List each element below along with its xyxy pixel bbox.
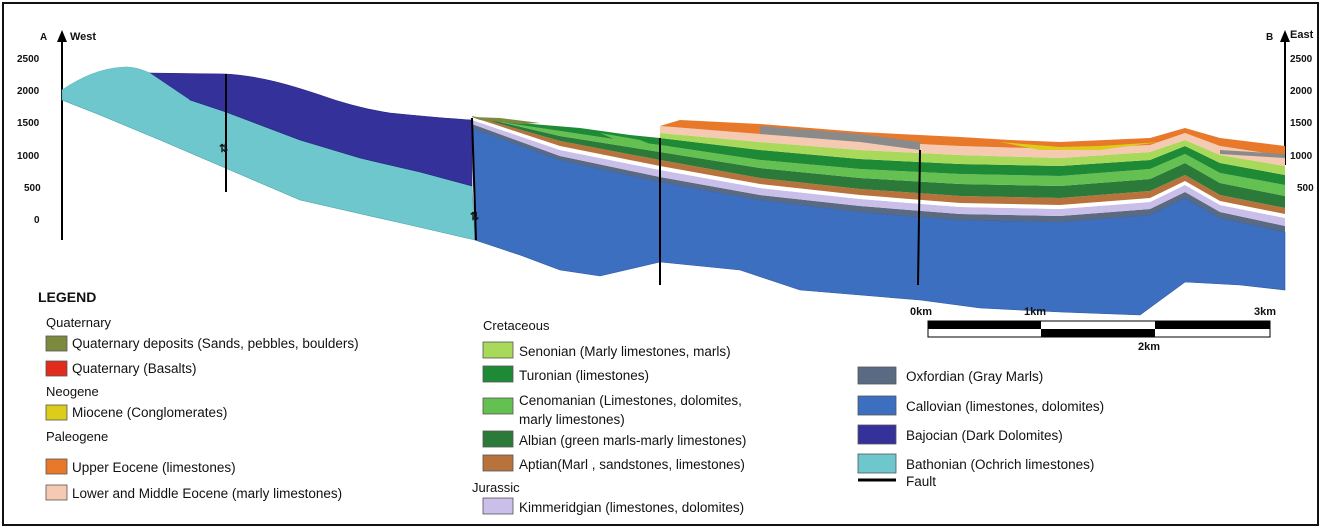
albian-unit [472,116,1285,208]
legend-item-label: Oxfordian (Gray Marls) [906,369,1043,384]
lower-middle-eocene-unit [660,126,1285,166]
scale-label-1: 1km [1024,306,1046,318]
kimmeridgian-unit [472,120,1285,226]
left-tick-label: 500 [24,183,41,194]
right-tick-label: 1500 [1290,118,1313,129]
scale-label-3: 3km [1254,306,1276,318]
left-axis: A West 2500 2000 1500 1000 500 0 [17,30,96,240]
legend-swatch [482,365,514,383]
legend-item-label: Senonian (Marly limestones, marls) [519,344,731,359]
legend-swatch [857,395,897,416]
legend-title: LEGEND [38,289,96,305]
legend-item-label: Quaternary (Basalts) [72,361,197,376]
left-tick-label: 2000 [17,86,40,97]
right-axis: B East 2500 2000 1500 1000 500 [1266,29,1314,194]
left-tick-label: 2500 [17,54,40,65]
east-block [471,116,1286,316]
legend-swatch [45,360,68,377]
legend-group-header: Cretaceous [483,318,550,333]
cenomanian-unit [500,122,1285,196]
legend-item-label: Aptian(Marl , sandstones, limestones) [519,457,745,472]
legend-group-header: Jurassic [472,480,520,495]
legend-item-label: Miocene (Conglomerates) [72,405,227,420]
callovian-unit [471,127,1286,316]
legend-swatch [857,453,897,474]
legend-swatch [45,458,68,475]
quaternary-deposits-unit [472,117,540,124]
upper-eocene-unit [660,120,1285,156]
legend-swatch [482,454,514,472]
legend-item-label-cont: marly limestones) [519,412,625,427]
legend-item-label: Lower and Middle Eocene (marly limestone… [72,486,342,501]
legend-swatch [45,404,68,421]
right-point-label: B [1266,32,1273,43]
legend-item-label: Bathonian (Ochrich limestones) [906,457,1094,472]
legend-group-header: Neogene [46,384,99,399]
scale-bar: 0km 1km 3km 2km [910,306,1276,353]
fault-line [471,117,477,241]
left-direction-label: West [70,31,96,43]
oxfordian-unit [472,124,1285,232]
fault-arrows-icon: ⇅ [219,143,228,155]
right-tick-label: 1000 [1290,151,1313,162]
scale-label-0: 0km [910,306,932,318]
legend-swatch [482,497,514,515]
quaternary-top-unit [760,126,920,150]
legend-swatch [45,484,68,501]
right-direction-label: East [1290,29,1314,41]
legend-col2: Cretaceous Senonian (Marly limestones, m… [472,318,746,515]
left-tick-label: 1000 [17,151,40,162]
legend-item-label: Callovian (limestones, dolomites) [906,399,1104,414]
west-block [61,66,476,241]
legend-item-label: Fault [906,474,936,489]
miocene-unit [1000,142,1160,150]
left-tick-label: 0 [34,215,40,226]
legend-swatch [857,366,897,385]
fault-arrows-icon: ⇅ [470,211,479,223]
legend-swatch [482,397,514,415]
right-tick-label: 2500 [1290,54,1313,65]
legend-swatch [482,430,514,448]
faults: ⇅ ⇅ [219,74,921,286]
turonian-unit [500,122,1285,185]
left-tick-label: 1500 [17,118,40,129]
legend-item-label: Upper Eocene (limestones) [72,460,236,475]
legend-swatch [45,335,68,352]
fault-line [917,149,921,286]
right-tick-label: 2000 [1290,86,1313,97]
right-tick-label: 500 [1297,183,1314,194]
legend-item-label: Bajocian (Dark Dolomites) [906,428,1063,443]
legend-item-label: Quaternary deposits (Sands, pebbles, bou… [72,336,359,351]
legend-group-header: Quaternary [46,315,112,330]
legend-item-label: Albian (green marls-marly limestones) [519,433,746,448]
senonian-unit [660,133,1285,175]
left-point-label: A [40,32,47,43]
legend-item-label: Cenomanian (Limestones, dolomites, [519,393,742,408]
legend-col1: Quaternary Quaternary deposits (Sands, p… [45,315,359,501]
legend-col3: Oxfordian (Gray Marls) Callovian (limest… [857,366,1104,489]
legend-item-label: Kimmeridgian (limestones, dolomites) [519,500,744,515]
legend-group-header: Paleogene [46,429,108,444]
legend-swatch [482,341,514,359]
legend-item-label: Turonian (limestones) [519,368,649,383]
scale-label-2: 2km [1138,341,1160,353]
aptian-unit [472,116,1285,214]
legend-swatch [857,424,897,445]
